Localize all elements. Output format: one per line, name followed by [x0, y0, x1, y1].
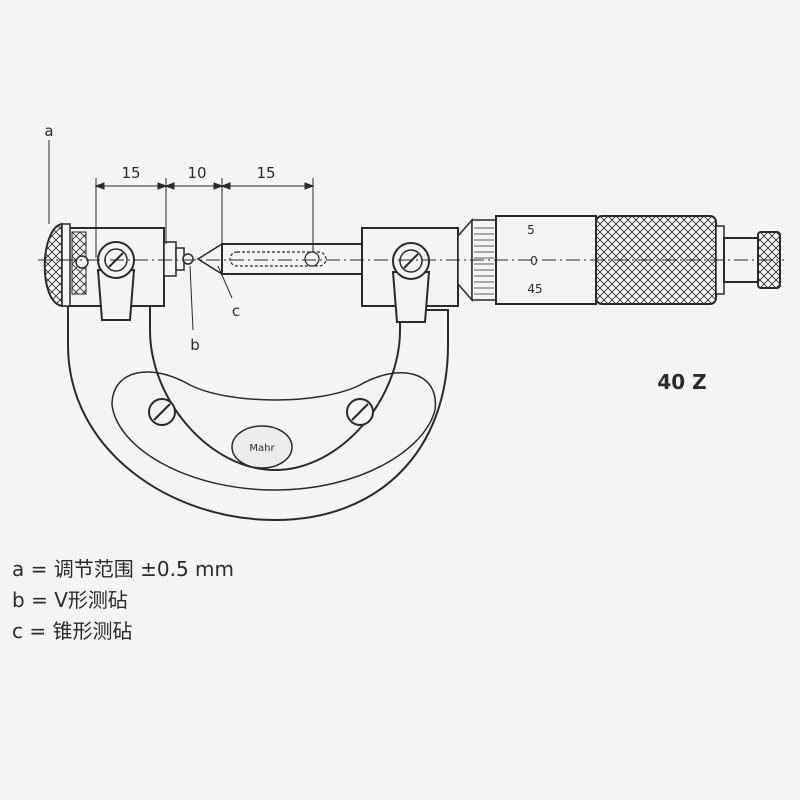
callout-a: a [44, 122, 53, 140]
frame [67, 304, 449, 522]
dimension-3: 15 [256, 164, 275, 182]
frame-recess [111, 371, 437, 491]
cone-anvil [196, 242, 223, 276]
legend: a = 调节范围 ±0.5 mm b = V形测砧 c = 锥形测砧 [12, 554, 234, 647]
legend-row-b: b = V形测砧 [12, 585, 234, 616]
scale-0: 0 [530, 254, 538, 268]
brand-text: Mahr [249, 443, 275, 454]
callout-c: c [232, 302, 240, 320]
legend-text: 锥形测砧 [52, 619, 133, 643]
legend-row-c: c = 锥形测砧 [12, 616, 234, 647]
legend-key: b [12, 588, 25, 612]
dimension-lines [94, 178, 315, 258]
legend-sep: = [30, 557, 48, 581]
anvil-clamp [96, 241, 136, 321]
frame-screw-right [346, 398, 374, 426]
scale-5: 5 [527, 223, 535, 237]
legend-key: c [12, 619, 23, 643]
model-label: 40 Z [657, 370, 706, 394]
legend-text: 调节范围 ±0.5 mm [53, 557, 234, 581]
frame-screw-left [148, 398, 176, 426]
dimension-1: 15 [121, 164, 140, 182]
thimble-graduations [474, 227, 494, 295]
adjustment-knob [43, 222, 63, 308]
dimension-2: 10 [187, 164, 206, 182]
legend-text: V形测砧 [54, 588, 128, 612]
brand-badge: Mahr [231, 425, 293, 469]
legend-sep: = [29, 619, 47, 643]
callout-b: b [190, 336, 200, 354]
legend-sep: = [31, 588, 48, 612]
spindle-clamp [391, 242, 431, 323]
legend-row-a: a = 调节范围 ±0.5 mm [12, 554, 234, 585]
scale-45: 45 [527, 282, 542, 296]
legend-key: a [12, 557, 25, 581]
v-anvil [163, 241, 194, 277]
